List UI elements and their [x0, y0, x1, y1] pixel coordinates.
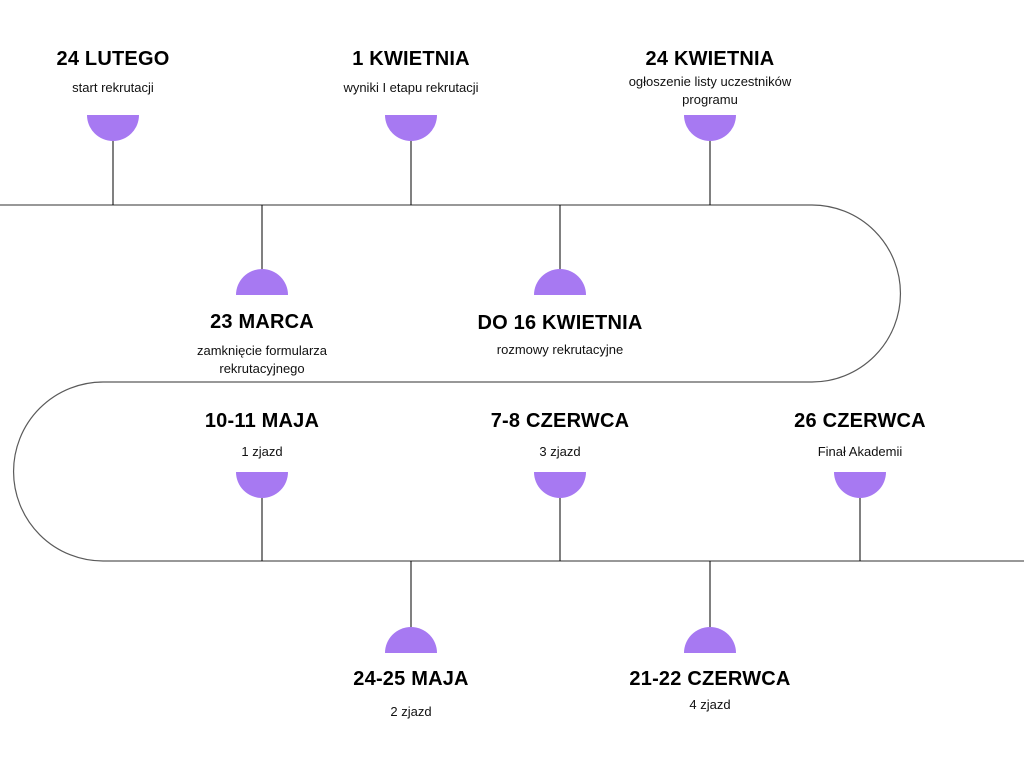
event-date: 24-25 MAJA — [353, 668, 469, 690]
event-21-22-czerwca: 21-22 CZERWCA 4 zjazd — [560, 667, 860, 714]
marker-24-25-maja — [385, 627, 437, 653]
event-1-kwietnia: 1 KWIETNIA wyniki I etapu rekrutacji — [261, 47, 561, 97]
marker-10-11-maja — [236, 472, 288, 498]
event-date: 26 CZERWCA — [794, 410, 926, 432]
event-description: 4 zjazd — [689, 697, 731, 712]
event-26-czerwca: 26 CZERWCA Finał Akademii — [710, 409, 1010, 461]
event-description: zamknięcie formularza rekrutacyjnego — [196, 343, 328, 376]
event-date: 24 KWIETNIA — [645, 48, 775, 70]
marker-24-lutego — [87, 115, 139, 141]
event-date: DO 16 KWIETNIA — [477, 312, 643, 334]
marker-26-czerwca — [834, 472, 886, 498]
event-description: 2 zjazd — [390, 704, 432, 719]
event-description: start rekrutacji — [72, 80, 154, 95]
marker-7-8-czerwca — [534, 472, 586, 498]
event-description: wyniki I etapu rekrutacji — [343, 80, 479, 95]
event-date: 1 KWIETNIA — [352, 48, 470, 70]
event-24-25-maja: 24-25 MAJA 2 zjazd — [261, 667, 561, 721]
marker-do-16-kwietnia — [534, 269, 586, 295]
event-do-16-kwietnia: DO 16 KWIETNIA rozmowy rekrutacyjne — [410, 311, 710, 359]
event-24-lutego: 24 LUTEGO start rekrutacji — [0, 47, 263, 97]
event-description: Finał Akademii — [817, 444, 903, 459]
event-date: 10-11 MAJA — [204, 410, 320, 432]
event-date: 24 LUTEGO — [56, 48, 170, 70]
event-7-8-czerwca: 7-8 CZERWCA 3 zjazd — [410, 409, 710, 461]
event-24-kwietnia: 24 KWIETNIA ogłoszenie listy uczestników… — [560, 47, 860, 109]
event-date: 23 MARCA — [210, 311, 314, 333]
marker-21-22-czerwca — [684, 627, 736, 653]
event-23-marca: 23 MARCA zamknięcie formularza rekrutacy… — [112, 310, 412, 378]
event-date: 21-22 CZERWCA — [629, 668, 791, 690]
timeline-track — [0, 204, 1024, 562]
event-date: 7-8 CZERWCA — [490, 410, 630, 432]
marker-1-kwietnia — [385, 115, 437, 141]
event-10-11-maja: 10-11 MAJA 1 zjazd — [112, 409, 412, 461]
marker-24-kwietnia — [684, 115, 736, 141]
marker-23-marca — [236, 269, 288, 295]
event-description: 3 zjazd — [539, 444, 581, 459]
event-description: ogłoszenie listy uczestników programu — [628, 74, 792, 107]
event-description: 1 zjazd — [241, 444, 283, 459]
event-description: rozmowy rekrutacyjne — [496, 342, 624, 357]
